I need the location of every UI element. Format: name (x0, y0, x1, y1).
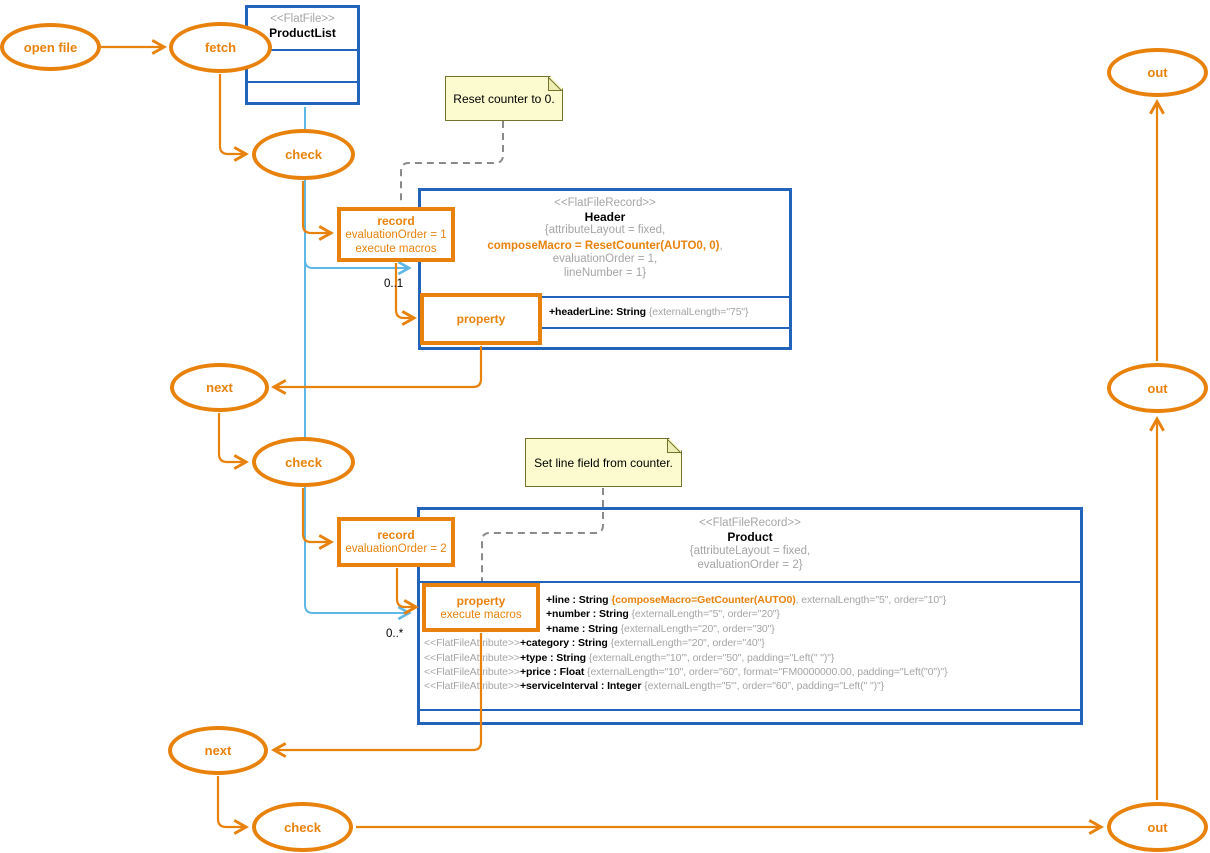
product-attribute-row[interactable]: +name : String {externalLength="20", ord… (546, 622, 775, 635)
note-fold-icon (548, 77, 562, 91)
node-out-1[interactable]: out (1107, 48, 1208, 97)
action-property-2[interactable]: property execute macros (422, 583, 540, 632)
header-operations-compartment (421, 327, 789, 347)
edge-property2-to-next2[interactable] (274, 633, 483, 750)
note-fold-icon (667, 439, 681, 453)
product-operations-compartment (420, 709, 1080, 722)
header-stereotype: <<FlatFileRecord>> (554, 197, 656, 209)
header-name: Header (584, 209, 626, 224)
node-fetch[interactable]: fetch (169, 22, 272, 73)
multiplicity-header: 0..1 (384, 278, 404, 290)
multiplicity-product: 0..* (386, 628, 404, 640)
edge-check1-to-record1[interactable] (301, 181, 331, 233)
header-attribute-row[interactable]: +headerLine: String {externalLength="75"… (421, 298, 789, 319)
note-text: Set line field from counter. (534, 455, 673, 470)
node-next-2[interactable]: next (168, 726, 268, 775)
product-attributes-compartment: +line : String {composeMacro=GetCounter(… (420, 581, 1080, 709)
node-check-3[interactable]: check (252, 802, 353, 852)
product-attribute-row[interactable]: <<FlatFileAttribute>>+price : Float {ext… (424, 666, 948, 679)
header-tag-eval: evaluationOrder = 1, (552, 253, 658, 265)
header-tag-open: {attributeLayout = fixed, (544, 224, 666, 236)
product-attribute-row[interactable]: <<FlatFileAttribute>>+category : String … (424, 637, 765, 650)
anchor-note2-to-property[interactable] (481, 488, 604, 581)
node-check-2[interactable]: check (252, 437, 355, 487)
edge-record1-to-property1[interactable] (394, 263, 414, 318)
action-record-1[interactable]: record evaluationOrder = 1 execute macro… (337, 207, 455, 262)
header-title: <<FlatFileRecord>> Header {attributeLayo… (421, 191, 789, 296)
action-property-1[interactable]: property (420, 293, 542, 345)
anchor-note1-to-record[interactable] (400, 121, 504, 205)
note-text: Reset counter to 0. (453, 91, 555, 106)
edge-record2-to-property2[interactable] (395, 568, 416, 607)
attr-props: {externalLength="75"} (648, 306, 749, 318)
node-out-2[interactable]: out (1107, 363, 1208, 413)
node-next-1[interactable]: next (170, 363, 269, 412)
header-tag-line: lineNumber = 1} (563, 266, 647, 279)
header-attributes-compartment: +headerLine: String {externalLength="75"… (421, 296, 789, 327)
note-reset-counter[interactable]: Reset counter to 0. (445, 76, 563, 121)
product-attribute-row[interactable]: <<FlatFileAttribute>>+type : String {ext… (424, 651, 835, 664)
product-name: Product (727, 530, 773, 544)
productlist-stereotype: <<FlatFile>> (270, 13, 335, 25)
header-tag-macro-line: composeMacro = ResetCounter(AUTO0, 0), (487, 239, 723, 252)
productlist-name: ProductList (269, 25, 336, 40)
product-attribute-row[interactable]: +line : String {composeMacro=GetCounter(… (546, 594, 947, 606)
link-productlist-to-product[interactable] (304, 260, 409, 613)
productlist-operations-compartment (248, 81, 357, 102)
action-record-2[interactable]: record evaluationOrder = 2 (337, 517, 455, 567)
edge-property1-to-next1[interactable] (274, 346, 483, 387)
product-attribute-row[interactable]: <<FlatFileAttribute>>+serviceInterval : … (424, 680, 885, 693)
product-tag-open: {attributeLayout = fixed, (689, 545, 811, 557)
product-stereotype: <<FlatFileRecord>> (699, 517, 801, 529)
product-attribute-row[interactable]: +number : String {externalLength="5", or… (546, 608, 780, 621)
edge-next2-to-check3[interactable] (216, 776, 246, 827)
node-out-3[interactable]: out (1107, 802, 1208, 852)
product-title: <<FlatFileRecord>> Product {attributeLay… (420, 510, 1080, 581)
header-compose-macro: composeMacro = ResetCounter(AUTO0, 0) (487, 239, 720, 252)
productlist-attributes-compartment (248, 49, 357, 81)
note-set-line-field[interactable]: Set line field from counter. (525, 438, 682, 487)
productlist-title: <<FlatFile>> ProductList (248, 8, 357, 49)
product-tag-eval: evaluationOrder = 2} (697, 559, 803, 571)
edge-fetch-to-check1[interactable] (218, 74, 246, 154)
edge-check2-to-record2[interactable] (301, 488, 331, 542)
attr-decl: +headerLine: String (549, 306, 649, 318)
node-open-file[interactable]: open file (0, 23, 101, 71)
edge-next1-to-check2[interactable] (217, 413, 246, 462)
node-check-1[interactable]: check (252, 129, 355, 180)
